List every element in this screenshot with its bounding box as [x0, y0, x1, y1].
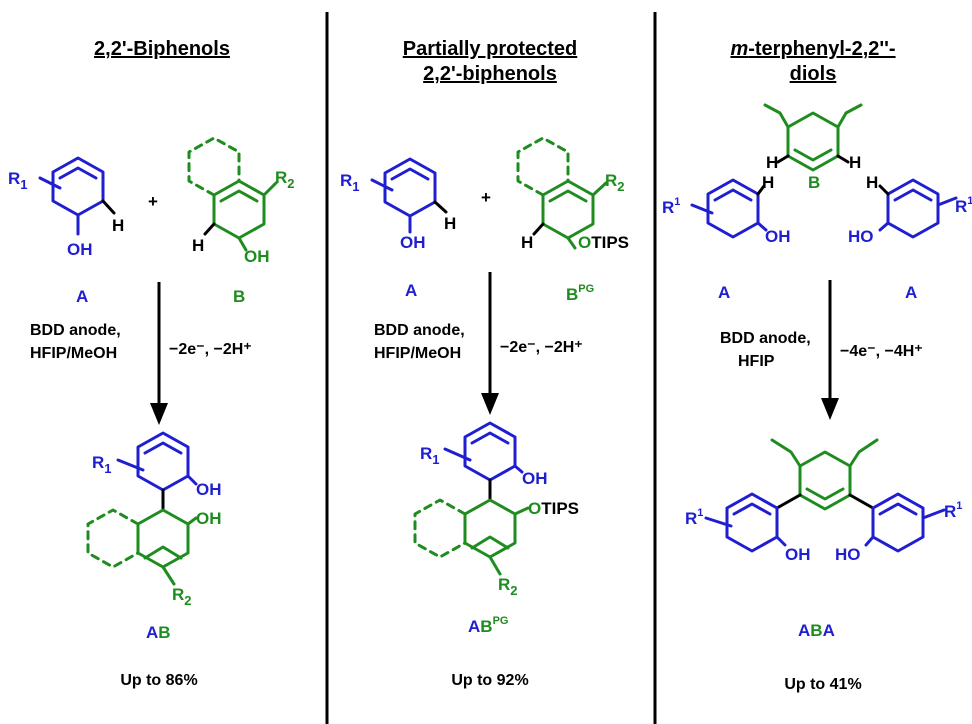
- reactant-a3-right-r1: R1: [955, 195, 972, 216]
- reactant-a-molecule-2: R1 OH H: [340, 157, 456, 252]
- conditions-line-1: BDD anode,: [30, 322, 121, 339]
- reactant-b-oh: OH: [244, 247, 270, 266]
- product-abpg-oh: OH: [522, 469, 548, 488]
- product-abpg-r2: R2: [498, 575, 518, 598]
- conditions-3-line-2: HFIP: [738, 353, 775, 370]
- reactant-bpg-h: H: [521, 233, 533, 252]
- electron-count-2: −2e⁻, −2H⁺: [500, 339, 583, 356]
- product-abpg-r1: R1: [420, 444, 440, 467]
- electron-count: −2e⁻, −2H⁺: [169, 341, 252, 358]
- panel-3-title-line-1: m-terphenyl-2,2''-: [730, 38, 895, 60]
- product-aba-ho: HO: [835, 545, 861, 564]
- panel-3-title-line-2: diols: [790, 63, 837, 85]
- label-a-2: A: [405, 281, 417, 300]
- reactant-b-r-group: R2: [275, 168, 295, 191]
- conditions-2-line-2: HFIP/MeOH: [374, 345, 461, 362]
- electron-count-3: −4e⁻, −4H⁺: [840, 343, 923, 360]
- plus-sign: +: [148, 192, 158, 211]
- panel-partially-protected: Partially protected 2,2'-biphenols R1 OH…: [340, 38, 629, 689]
- label-a-3-left: A: [718, 283, 730, 302]
- product-ab-molecule: R1 OH OH R2: [86, 431, 222, 608]
- reactant-a2-r-group: R1: [340, 171, 360, 194]
- reactant-b3-h-right: H: [849, 153, 861, 172]
- reactant-a-oh: OH: [67, 240, 93, 259]
- product-ab-oh-blue: OH: [196, 480, 222, 499]
- product-aba-label: ABA: [798, 621, 835, 640]
- product-aba-oh: OH: [785, 545, 811, 564]
- product-ab-oh-green: OH: [196, 509, 222, 528]
- product-abpg-label: ABPG: [468, 615, 508, 636]
- plus-sign-2: +: [481, 188, 491, 207]
- panel-2-title-line-2: 2,2'-biphenols: [423, 63, 557, 85]
- reactant-a3-left-h: H: [762, 173, 774, 192]
- conditions-2-line-1: BDD anode,: [374, 322, 465, 339]
- panel-2-title-line-1: Partially protected: [403, 38, 578, 60]
- product-aba-r1-left: R1: [685, 507, 703, 528]
- product-aba-molecule: R1 OH R1 HO: [685, 438, 962, 564]
- arrow-head-1: [150, 403, 168, 425]
- yield-panel-1: Up to 86%: [120, 672, 197, 689]
- reactant-b3-h-left: H: [766, 153, 778, 172]
- yield-panel-2: Up to 92%: [451, 672, 528, 689]
- product-abpg-molecule: R1 OH OTIPS R2: [413, 421, 579, 598]
- reactant-a3-right-ho: HO: [848, 227, 874, 246]
- product-abpg-otips: OTIPS: [528, 499, 579, 518]
- label-bpg: BPG: [566, 283, 594, 304]
- product-ab-r2: R2: [172, 585, 192, 608]
- reactant-a3-right-molecule: R1 HO H: [848, 173, 972, 246]
- yield-panel-3: Up to 41%: [784, 676, 861, 693]
- product-aba-r1-right: R1: [944, 500, 962, 521]
- reactant-a3-right-h: H: [866, 173, 878, 192]
- arrow-head-3: [821, 398, 839, 420]
- reactant-bpg-molecule: R2 OTIPS H: [516, 136, 629, 252]
- label-a-3-right: A: [905, 283, 917, 302]
- panel-terphenyl-diols: m-terphenyl-2,2''- diols H H B R1 OH H A: [662, 38, 972, 693]
- conditions-3-line-1: BDD anode,: [720, 330, 811, 347]
- reactant-a2-h: H: [444, 214, 456, 233]
- reactant-bpg-otips: OTIPS: [578, 233, 629, 252]
- reactant-b3-molecule: H H: [763, 103, 863, 172]
- reactant-a-r-group: R1: [8, 169, 28, 192]
- reactant-b-h: H: [192, 236, 204, 255]
- label-b: B: [233, 287, 245, 306]
- reactant-a3-left-molecule: R1 OH H: [662, 173, 791, 246]
- reactant-bpg-r-group: R2: [605, 171, 625, 194]
- label-b-3: B: [808, 173, 820, 192]
- panel-1-title: 2,2'-Biphenols: [94, 38, 230, 60]
- reactant-a-h: H: [112, 216, 124, 235]
- product-ab-label: AB: [146, 623, 171, 642]
- reactant-a3-left-r1: R1: [662, 196, 680, 217]
- conditions-line-2: HFIP/MeOH: [30, 345, 117, 362]
- panel-biphenols: 2,2'-Biphenols R1 OH H A + R2 OH H B: [8, 38, 295, 689]
- reactant-a-molecule: R1 OH H: [8, 156, 124, 259]
- reactant-b-molecule: R2 OH H: [187, 136, 295, 266]
- reactant-a3-left-oh: OH: [765, 227, 791, 246]
- reactant-a2-oh: OH: [400, 233, 426, 252]
- label-a: A: [76, 287, 88, 306]
- product-ab-r1: R1: [92, 453, 112, 476]
- arrow-head-2: [481, 393, 499, 415]
